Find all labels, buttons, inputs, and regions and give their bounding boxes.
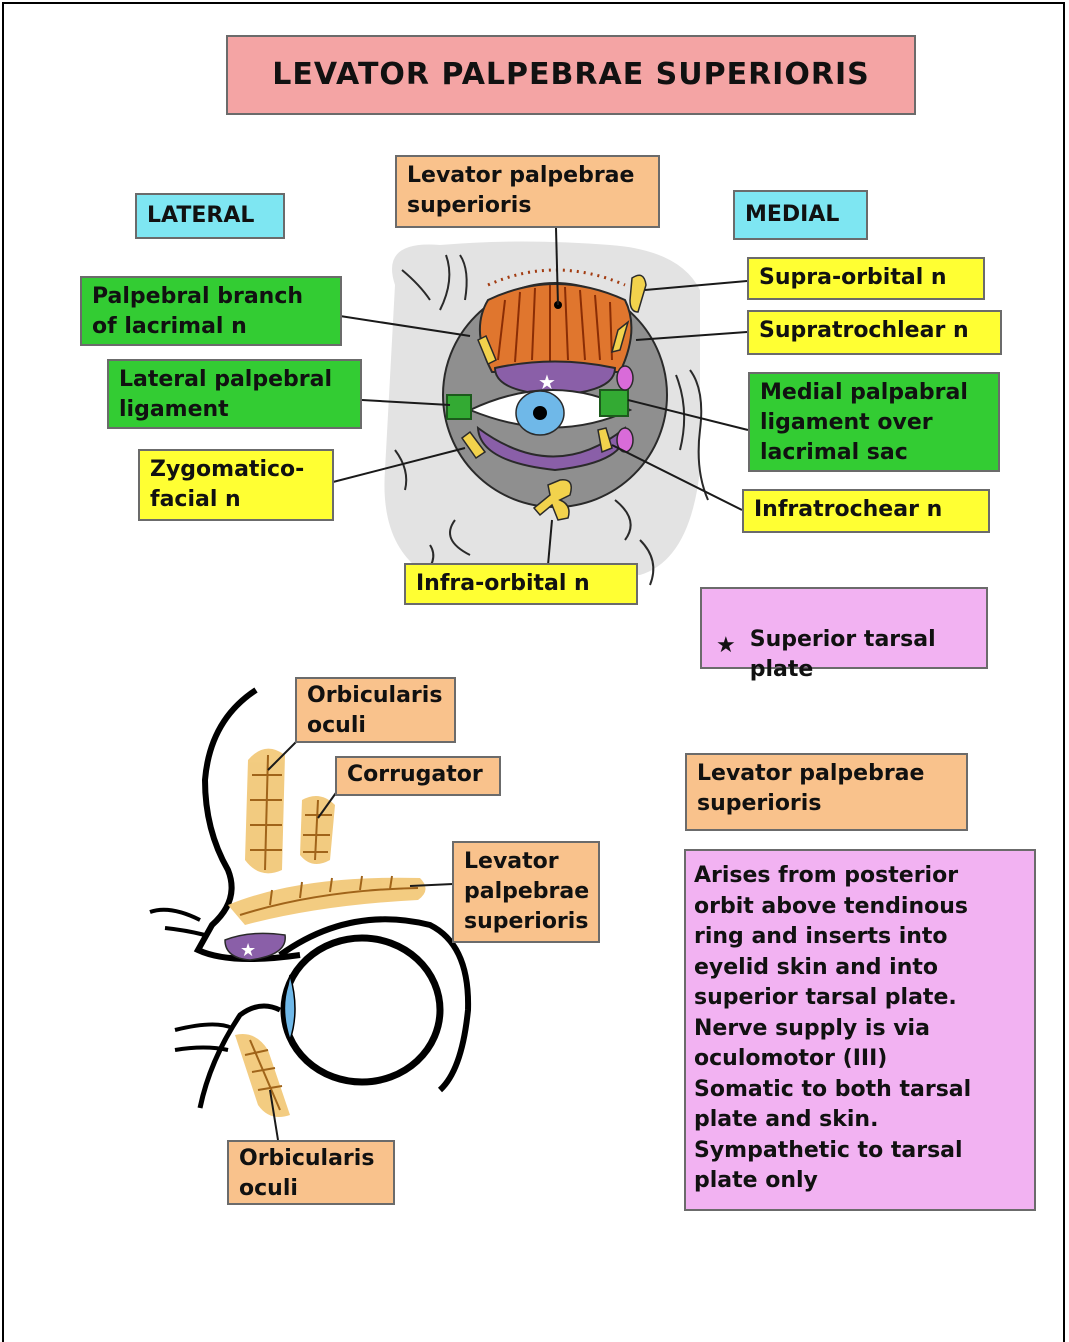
lateral-label: LATERAL bbox=[135, 193, 285, 239]
zygomaticofacial-label: Zygomatico- facial n bbox=[138, 449, 334, 521]
infratrochlear-label: Infratrochear n bbox=[742, 489, 990, 533]
frontal-orbit-diagram: ★ bbox=[384, 242, 708, 586]
sagittal-eyelid-diagram: ★ bbox=[150, 690, 468, 1117]
pupil bbox=[533, 406, 547, 420]
medial-ligament-label: Medial palpabral ligament over lacrimal … bbox=[748, 372, 1000, 472]
info-description: Arises from posterior orbit above tendin… bbox=[684, 849, 1036, 1211]
star-icon: ★ bbox=[716, 631, 736, 661]
levator-label-top: Levator palpebrae superioris bbox=[395, 155, 660, 228]
lateral-ligament-shape bbox=[447, 395, 471, 419]
medial-ligament-shape bbox=[600, 390, 628, 416]
eyeball bbox=[284, 938, 440, 1082]
lash-line bbox=[165, 928, 205, 935]
lateral-ligament-label: Lateral palpebral ligament bbox=[107, 359, 362, 429]
lash-line bbox=[150, 910, 200, 920]
corrugator-label: Corrugator bbox=[335, 756, 501, 796]
info-heading: Levator palpebrae superioris bbox=[685, 753, 968, 831]
palpebral-branch-label: Palpebral branch of lacrimal n bbox=[80, 276, 342, 346]
legend-text: Superior tarsal plate bbox=[750, 625, 936, 685]
medial-label: MEDIAL bbox=[733, 190, 868, 240]
page-title: LEVATOR PALPEBRAE SUPERIORIS bbox=[226, 35, 916, 115]
tarsal-star-sagittal: ★ bbox=[240, 940, 256, 961]
lacrimal-sac bbox=[617, 366, 633, 390]
infraorbital-label: Infra-orbital n bbox=[404, 563, 638, 605]
supratrochlear-label: Supratrochlear n bbox=[747, 310, 1002, 355]
orbicularis-top-label: Orbicularis oculi bbox=[295, 677, 456, 743]
levator-label-side: Levator palpebrae superioris bbox=[452, 841, 600, 943]
orbicularis-lower bbox=[235, 1034, 290, 1117]
orbicularis-bottom-label: Orbicularis oculi bbox=[227, 1140, 395, 1205]
legend-box: ★ Superior tarsal plate bbox=[700, 587, 988, 669]
supraorbital-label: Supra-orbital n bbox=[747, 257, 985, 300]
